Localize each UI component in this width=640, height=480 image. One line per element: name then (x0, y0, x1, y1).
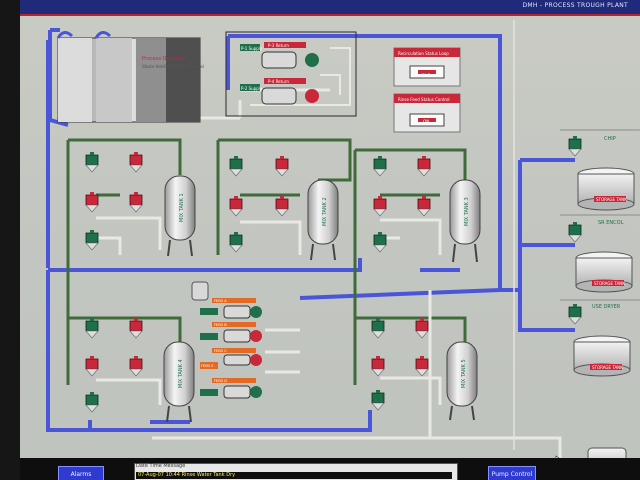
pump-area-frame (225, 31, 357, 117)
pump-tag-d (264, 78, 306, 84)
right-section-3: USE DRYER (592, 304, 621, 310)
mix-tank-5 (446, 341, 478, 421)
storage-tank-1-label: STORAGE TANK (596, 197, 627, 202)
status-panel-2 (393, 93, 461, 133)
feeder-c-label: FEED C (214, 349, 227, 353)
pump-tag-c-text: P-3 Return (268, 43, 289, 48)
hopper-bins (56, 31, 201, 123)
blue-pipe-network (46, 28, 575, 432)
white-pipe-network (96, 88, 562, 460)
tank-5-label: MIX TANK 5 (461, 359, 467, 388)
tank-1-label: MIX TANK 1 (179, 193, 185, 222)
storage-tank-3-label: STORAGE TANK (592, 365, 623, 370)
storage-tank-1 (577, 167, 635, 211)
right-section-1: CHIP (604, 136, 616, 142)
pump-control-button[interactable]: Pump Control (488, 466, 536, 480)
right-section-2: SR ENCOL (598, 220, 624, 226)
pump-tag-b-text: P-2 Supply (241, 86, 263, 91)
feeder-column (200, 298, 262, 399)
hopper-label-1: Process Overview (142, 56, 186, 62)
pump-p2 (261, 87, 319, 105)
alarm-row[interactable]: 07-Aug-07 10:44 Rinse Water Tank Dry (136, 472, 452, 479)
status-panel-1 (393, 47, 461, 87)
pump-tag-a-text: P-1 Supply (241, 46, 263, 51)
feed-bin (191, 281, 209, 301)
tank-3-label: MIX TANK 3 (464, 197, 470, 226)
title-bar: DMH - PROCESS TROUGH PLANT (20, 0, 640, 14)
alarm-list-header: Date Time Message (136, 463, 186, 469)
feeder-b-label: FEED B (214, 323, 227, 327)
tank-2-label: MIX TANK 2 (322, 197, 328, 226)
feeder-d-label: FEED D (214, 379, 227, 383)
feeder-a-label: FEED A (214, 299, 227, 303)
mix-tank-4 (163, 341, 195, 423)
mix-tank-1 (164, 175, 196, 257)
pump-tag-c (264, 42, 306, 48)
status-panel-1-value: IDLE (421, 73, 430, 78)
mix-tank-2 (307, 179, 339, 261)
tank-4-label: MIX TANK 4 (178, 359, 184, 388)
status-panel-2-title: Rinse Feed Status Control (398, 97, 450, 102)
pump-p1 (261, 51, 319, 69)
window-title: DMH - PROCESS TROUGH PLANT (522, 2, 628, 9)
alarms-button[interactable]: Alarms (58, 466, 104, 480)
feeder-e-label: FEED E (201, 364, 213, 368)
hopper-label-2: Waste Holding Transfer Control (142, 64, 204, 69)
monitor-bezel (0, 0, 20, 480)
storage-tank-2-label: STORAGE TANK (594, 281, 625, 286)
pump-tag-a (240, 44, 260, 51)
status-panel-1-title: Recirculation Status Loop (398, 51, 449, 56)
title-underline (20, 14, 640, 16)
pump-tag-d-text: P-4 Return (268, 79, 289, 84)
status-panel-2-value: ON (423, 119, 429, 124)
pump-tag-b (240, 84, 260, 91)
green-pipe-network (66, 138, 467, 385)
mix-tank-3 (449, 179, 481, 263)
